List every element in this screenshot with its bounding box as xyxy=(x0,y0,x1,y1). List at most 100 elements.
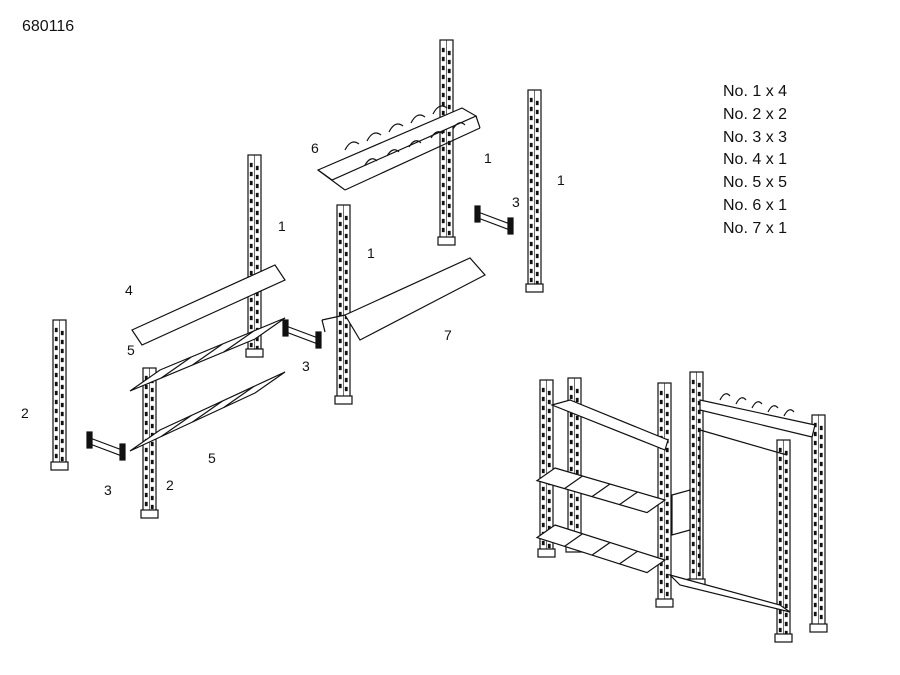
shelf-crossbar xyxy=(619,491,638,506)
post-slot xyxy=(569,502,573,508)
shelf-crossbar xyxy=(619,550,638,565)
post-slot xyxy=(344,260,348,266)
callout-part-1: 1 xyxy=(557,172,565,188)
post-slot xyxy=(659,588,663,594)
hook xyxy=(751,401,763,409)
post-slot xyxy=(447,86,451,92)
post-slot xyxy=(255,237,259,243)
post-slot xyxy=(447,95,451,101)
post-slot xyxy=(665,474,669,480)
post-slot xyxy=(535,163,539,169)
post-slot xyxy=(541,450,545,456)
post-slot xyxy=(784,558,788,564)
post-slot xyxy=(535,109,539,115)
post-slot xyxy=(529,250,533,256)
post-slot xyxy=(441,182,445,188)
post-slot xyxy=(150,477,154,483)
post-slot xyxy=(54,399,58,405)
post-slot xyxy=(665,501,669,507)
post-slot xyxy=(691,406,695,412)
post-slot xyxy=(338,212,342,218)
post-slot xyxy=(819,542,823,548)
side-panel xyxy=(671,489,691,536)
post-slot xyxy=(541,405,545,411)
post-slot xyxy=(569,394,573,400)
post-slot xyxy=(249,171,253,177)
post-slot xyxy=(249,297,253,303)
post-slot xyxy=(541,432,545,438)
bracket-end xyxy=(282,319,289,337)
post-slot xyxy=(255,255,259,261)
shelf-crossbar xyxy=(160,415,192,437)
post-slot xyxy=(344,377,348,383)
post-slot xyxy=(344,215,348,221)
bracket-end xyxy=(315,331,322,349)
post-slot xyxy=(575,397,579,403)
post-slot xyxy=(344,341,348,347)
post-slot xyxy=(535,190,539,196)
post-slot xyxy=(691,388,695,394)
post-slot xyxy=(547,399,551,405)
post-slot xyxy=(144,501,148,507)
post-slot xyxy=(338,347,342,353)
post-slot xyxy=(575,424,579,430)
post-slot xyxy=(529,205,533,211)
post-slot xyxy=(819,560,823,566)
post-slot xyxy=(54,417,58,423)
post-slot xyxy=(535,127,539,133)
shelf-crossbar xyxy=(564,533,583,547)
post-slot xyxy=(665,411,669,417)
post-slot xyxy=(54,390,58,396)
frame-line xyxy=(317,169,346,191)
post-slot xyxy=(813,539,817,545)
post-slot xyxy=(441,146,445,152)
post-slot xyxy=(529,277,533,283)
post-slot xyxy=(665,537,669,543)
post-slot xyxy=(344,251,348,257)
post-slot xyxy=(255,246,259,252)
post-slot xyxy=(819,587,823,593)
shelf-crossbar xyxy=(591,483,611,498)
post-slot xyxy=(659,471,663,477)
post-slot xyxy=(447,149,451,155)
post-slot xyxy=(547,462,551,468)
post-slot xyxy=(784,477,788,483)
post-slot xyxy=(819,497,823,503)
post-slot xyxy=(659,417,663,423)
post-slot xyxy=(778,447,782,453)
hook xyxy=(386,149,400,157)
post-slot xyxy=(778,627,782,633)
post-slot xyxy=(54,354,58,360)
post-slot xyxy=(691,505,695,511)
post-slot xyxy=(150,387,154,393)
post-slot xyxy=(778,483,782,489)
hook xyxy=(783,409,795,417)
post-slot xyxy=(697,418,701,424)
post-slot xyxy=(144,492,148,498)
post-slot xyxy=(441,200,445,206)
post-slot xyxy=(255,174,259,180)
post-slot xyxy=(529,97,533,103)
post-slot xyxy=(255,165,259,171)
post-slot xyxy=(447,176,451,182)
post-foot xyxy=(809,623,828,633)
post-slot xyxy=(691,523,695,529)
post-slot xyxy=(819,488,823,494)
solid-shelf xyxy=(667,573,791,613)
post-slot xyxy=(784,585,788,591)
post-slot xyxy=(665,429,669,435)
post-slot xyxy=(665,420,669,426)
post-slot xyxy=(150,504,154,510)
post-slot xyxy=(697,409,701,415)
post-slot xyxy=(569,466,573,472)
post-slot xyxy=(784,621,788,627)
post-slot xyxy=(784,603,788,609)
post-slot xyxy=(441,164,445,170)
post-slot xyxy=(249,342,253,348)
post-slot xyxy=(665,402,669,408)
post-slot xyxy=(338,230,342,236)
post-slot xyxy=(784,468,788,474)
post-slot xyxy=(547,435,551,441)
post-slot xyxy=(784,540,788,546)
